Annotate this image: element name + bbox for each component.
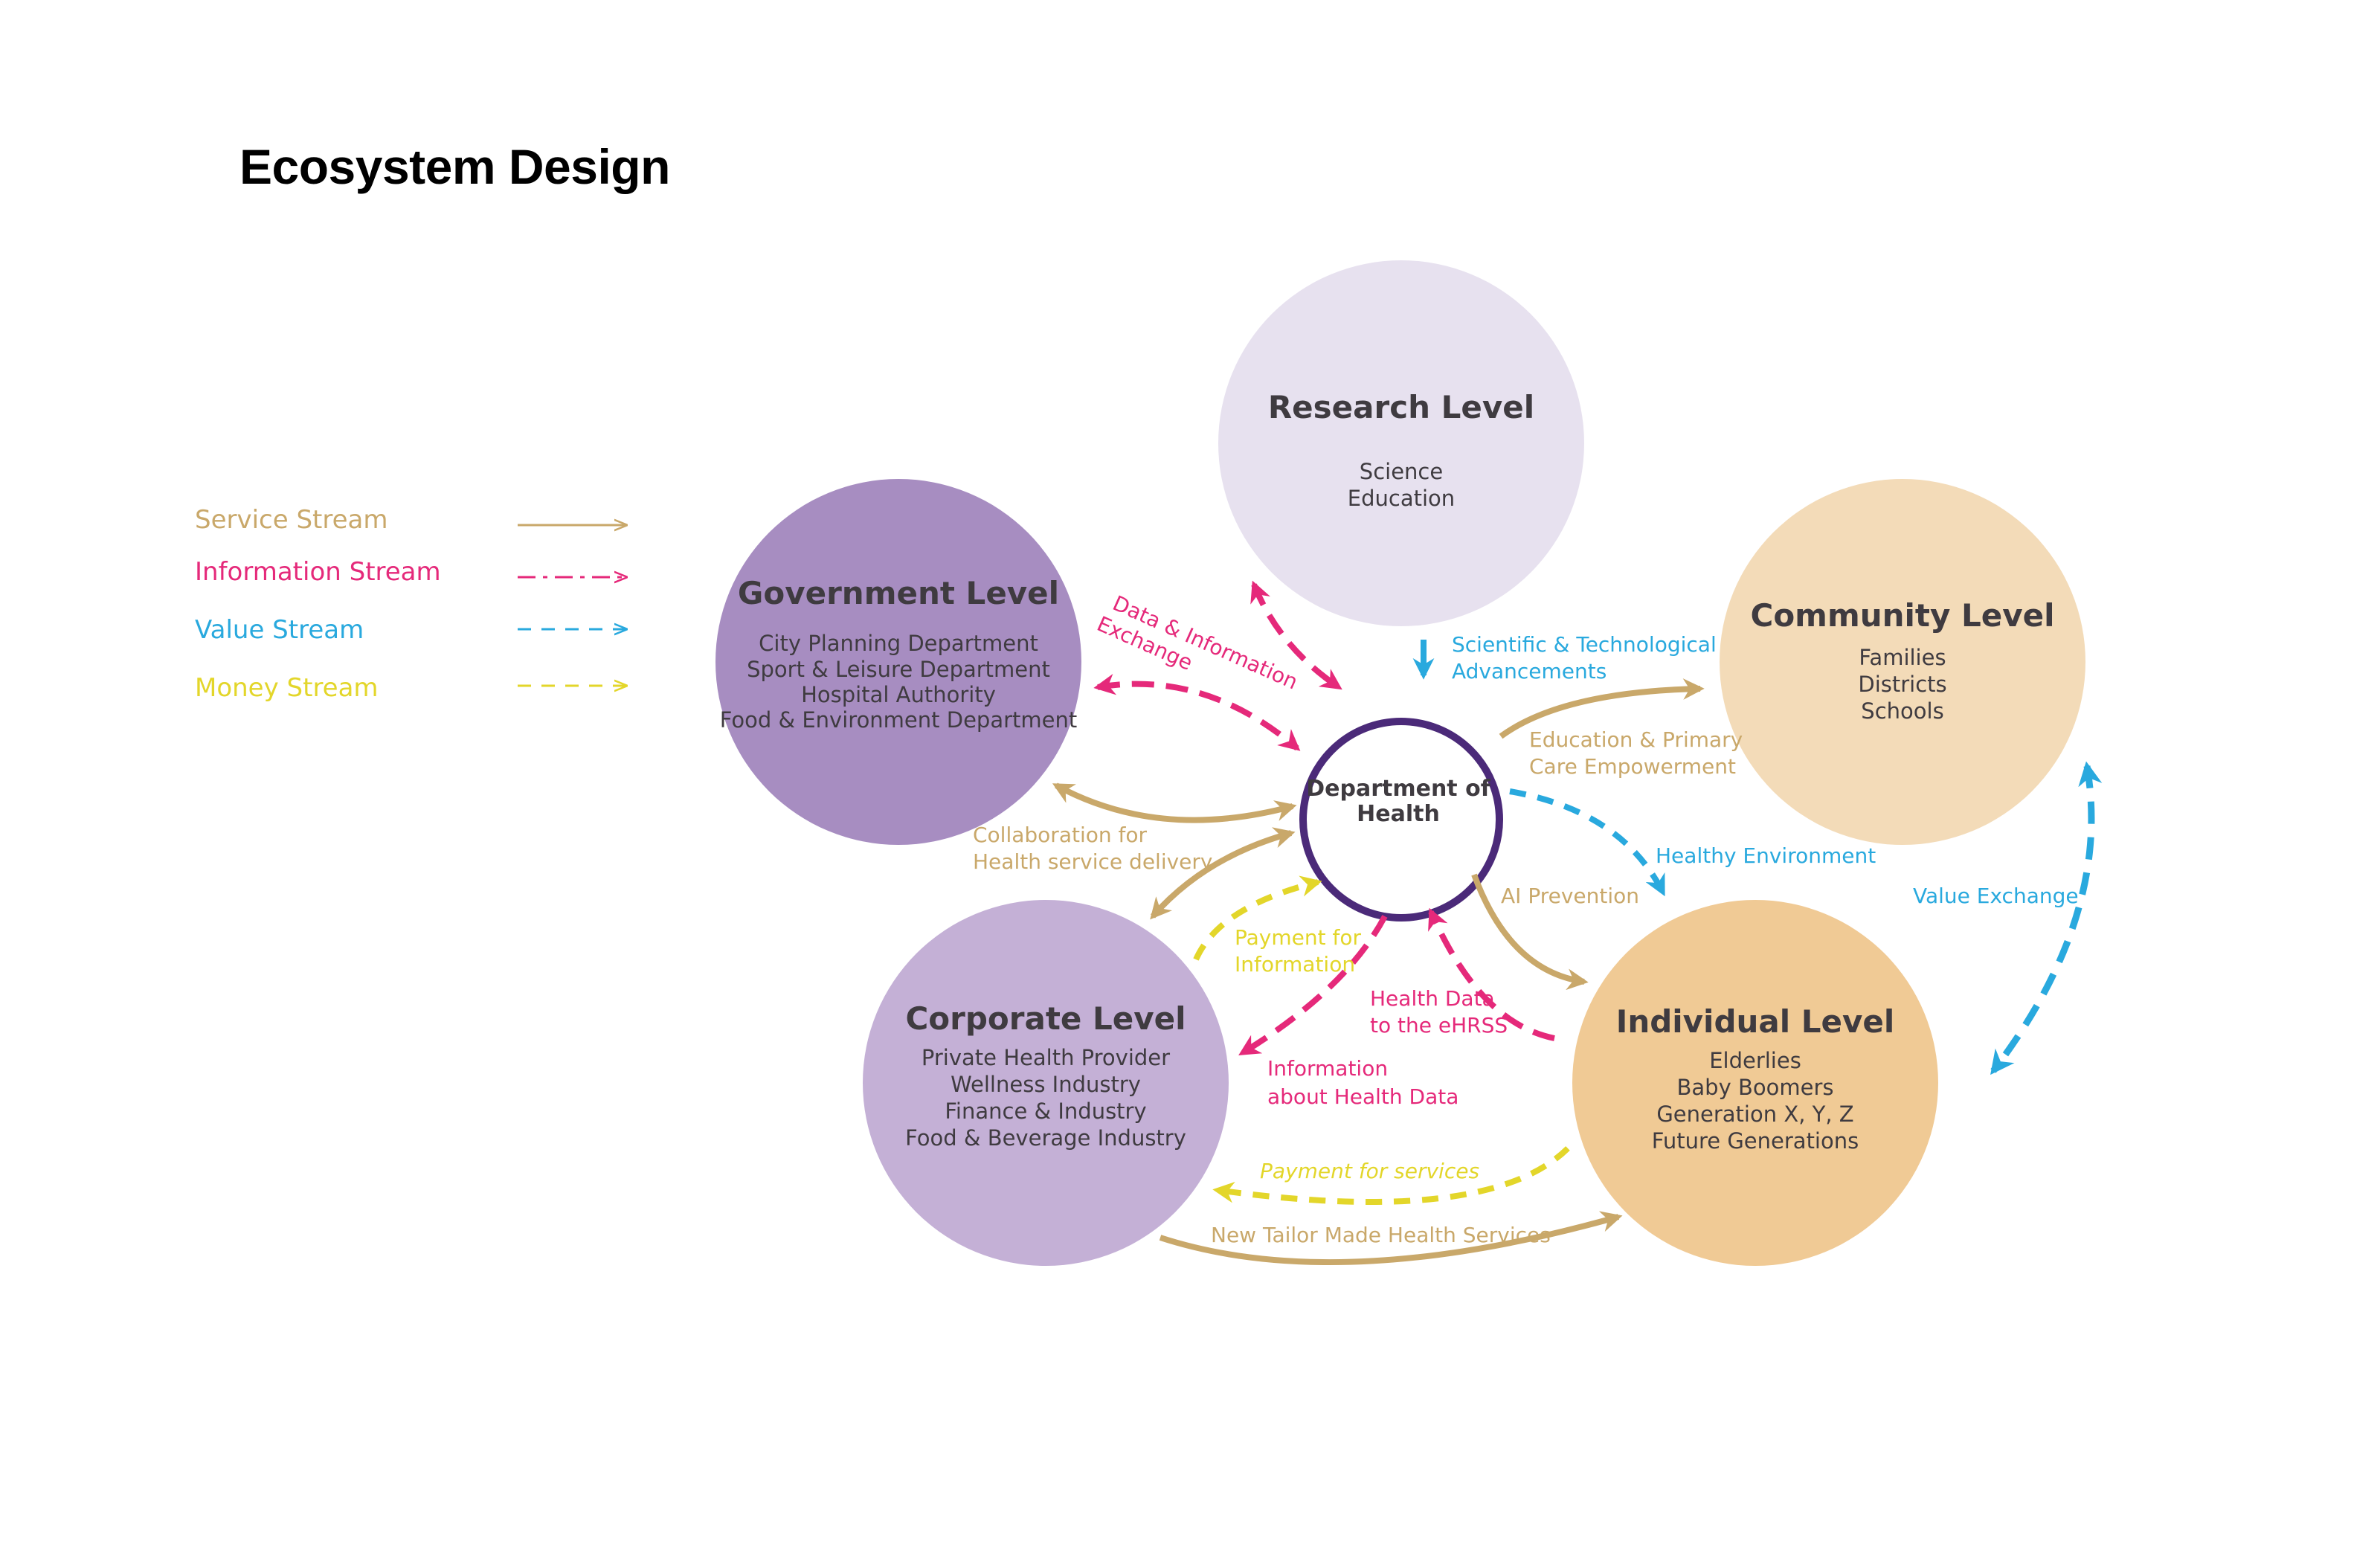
health-data-label-line-1: Health Data — [1370, 986, 1495, 1011]
individual-item: Elderlies — [1709, 1048, 1801, 1073]
payment-services-label: Payment for services — [1260, 1159, 1479, 1183]
payment-information-money-arrow — [1193, 875, 1322, 961]
payment-information-label-line-2: Information — [1235, 952, 1355, 977]
corporate-level-title: Corporate Level — [905, 1000, 1186, 1037]
collaboration-label-line-2: Health service delivery — [973, 849, 1212, 874]
healthy-environment-label: Healthy Environment — [1656, 843, 1876, 868]
legend-money-label: Money Stream — [195, 673, 379, 703]
page-title: Ecosystem Design — [239, 139, 670, 194]
legend-value-label: Value Stream — [195, 615, 364, 645]
government-item: Sport & Leisure Department — [747, 657, 1050, 682]
scientific-label-line-1: Scientific & Technological — [1452, 632, 1717, 657]
healthy-environment-value-arrow — [1509, 788, 1666, 897]
education-service-arrow — [1499, 678, 1705, 739]
payment-information-label-line-1: Payment for — [1235, 925, 1361, 950]
corporate-item: Private Health Provider — [922, 1045, 1170, 1070]
corporate-item: Wellness Industry — [951, 1072, 1141, 1097]
legend: Service Stream Information Stream Value … — [195, 505, 626, 703]
government-item: Food & Environment Department — [720, 707, 1077, 733]
tailor-made-service-arrow — [1159, 1211, 1623, 1266]
government-doh-information-arrow — [1093, 674, 1301, 751]
tailor-made-label: New Tailor Made Health Services — [1211, 1223, 1551, 1247]
hub-title-line-1: Department of — [1306, 776, 1490, 802]
info-health-label-line-1: Information — [1267, 1056, 1388, 1081]
value-exchange-label: Value Exchange — [1913, 884, 2079, 908]
legend-service-label: Service Stream — [195, 505, 387, 535]
scientific-label-line-2: Advancements — [1452, 659, 1606, 684]
education-label-line-1: Education & Primary — [1529, 727, 1743, 752]
government-level-title: Government Level — [738, 575, 1059, 611]
ai-prevention-service-arrow — [1471, 873, 1589, 991]
research-level-circle — [1218, 260, 1584, 626]
corporate-level-circle — [863, 900, 1229, 1266]
research-level-title: Research Level — [1268, 389, 1534, 425]
payment-services-money-arrow — [1212, 1146, 1570, 1205]
individual-item: Generation X, Y, Z — [1656, 1101, 1853, 1127]
government-item: City Planning Department — [759, 631, 1038, 656]
community-item: Districts — [1858, 672, 1946, 697]
individual-level-circle — [1572, 900, 1938, 1266]
health-data-label-line-2: to the eHRSS — [1370, 1013, 1508, 1038]
community-item: Schools — [1861, 698, 1943, 724]
ehrss-information-arrow — [1428, 907, 1555, 1041]
individual-level-title: Individual Level — [1616, 1003, 1895, 1040]
community-level-circle — [1720, 479, 2085, 845]
info-health-label-line-2: about Health Data — [1267, 1084, 1458, 1109]
value-exchange-arrow — [1990, 761, 2103, 1075]
education-label-line-2: Care Empowerment — [1529, 754, 1736, 779]
legend-information-label: Information Stream — [195, 557, 441, 587]
corporate-item: Finance & Industry — [945, 1099, 1146, 1124]
community-level-title: Community Level — [1751, 597, 2055, 634]
corporate-item: Food & Beverage Industry — [905, 1125, 1186, 1151]
research-item: Education — [1348, 486, 1455, 511]
government-level-circle — [715, 479, 1081, 845]
individual-item: Future Generations — [1652, 1128, 1859, 1154]
hub-title-line-2: Health — [1357, 801, 1440, 827]
data-exchange-label: Data & Information Exchange — [1093, 591, 1302, 694]
doh-corporate-service-arrow — [1150, 827, 1296, 920]
collaboration-service-arrow — [1052, 782, 1297, 823]
community-item: Families — [1859, 645, 1946, 670]
research-doh-information-arrow — [1250, 580, 1342, 690]
individual-item: Baby Boomers — [1677, 1075, 1834, 1100]
department-of-health-ring — [1299, 718, 1503, 922]
research-item: Science — [1360, 459, 1443, 484]
government-item: Hospital Authority — [801, 682, 996, 707]
ai-prevention-label: AI Prevention — [1501, 884, 1639, 908]
health-data-information-arrow — [1238, 915, 1388, 1056]
collaboration-label-line-1: Collaboration for — [973, 823, 1147, 847]
